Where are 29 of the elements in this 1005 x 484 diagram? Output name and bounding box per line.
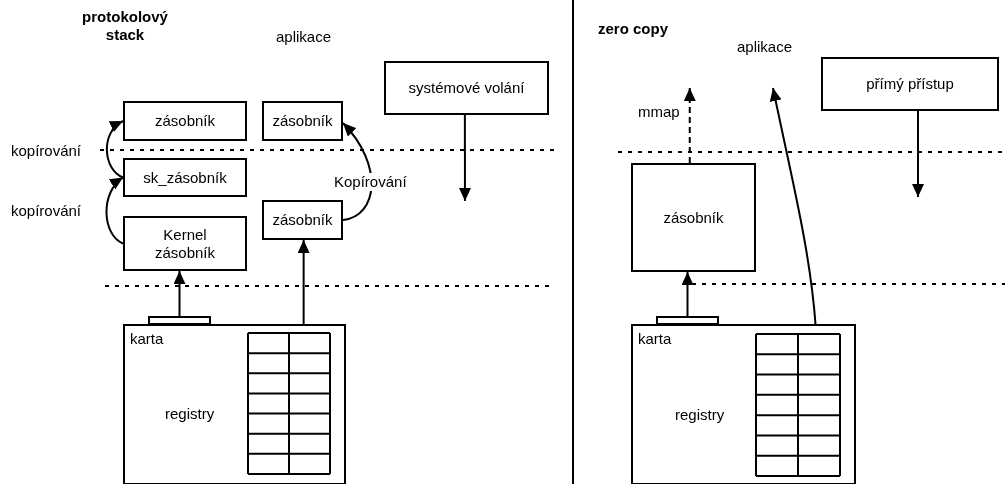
dashed-arrow bbox=[683, 87, 696, 164]
arrow bbox=[459, 114, 471, 202]
arrow bbox=[105, 176, 124, 245]
edge-label: kopírování bbox=[10, 142, 83, 160]
section-heading: protokolový stack bbox=[81, 8, 169, 44]
buffer-box: zásobník bbox=[262, 101, 343, 141]
arrow bbox=[769, 87, 817, 325]
process-box: přímý přístup bbox=[821, 57, 999, 111]
layer-label: aplikace bbox=[737, 38, 793, 56]
buffer-box: zásobník bbox=[262, 200, 343, 240]
buffer-box: zásobník bbox=[631, 163, 756, 272]
connector-tab bbox=[148, 316, 211, 325]
arrow bbox=[105, 120, 124, 179]
connector-tab bbox=[656, 316, 719, 325]
arrow bbox=[912, 110, 924, 198]
part-label: registry bbox=[165, 405, 215, 423]
buffer-box: Kernel zásobník bbox=[123, 216, 247, 271]
arrow bbox=[342, 122, 373, 221]
arrow bbox=[173, 270, 186, 317]
edge-label: kopírování bbox=[10, 202, 83, 220]
process-box: systémové volání bbox=[384, 61, 549, 115]
buffer-box: zásobník bbox=[123, 101, 247, 141]
buffer-box: sk_zásobník bbox=[123, 158, 247, 197]
arrow bbox=[681, 271, 694, 317]
section-heading: zero copy bbox=[598, 20, 669, 38]
part-label: registry bbox=[675, 406, 725, 424]
arrow bbox=[297, 239, 310, 325]
layer-label: aplikace bbox=[276, 28, 332, 46]
edge-label: Kopírování bbox=[333, 173, 408, 191]
